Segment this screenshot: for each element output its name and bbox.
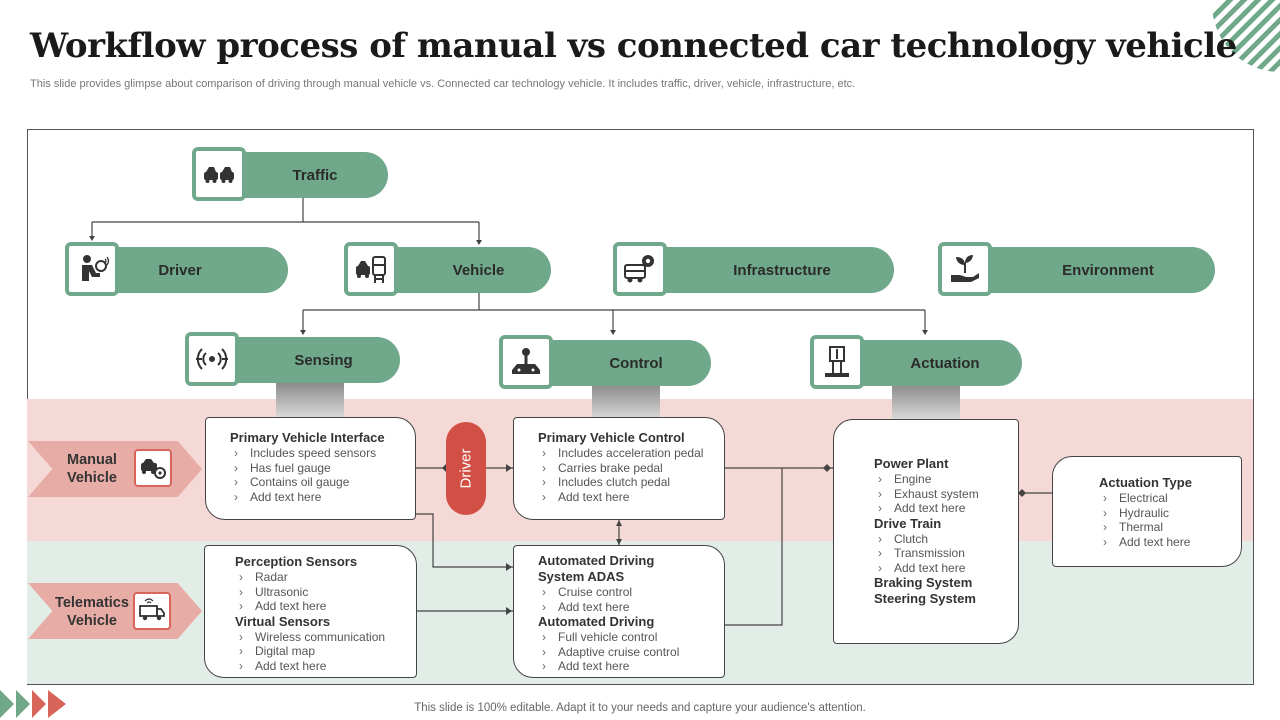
card-automated-driving: Automated Driving System ADAS Cruise con…	[513, 545, 725, 678]
joystick-icon	[499, 335, 553, 389]
list-item: Ultrasonic	[237, 585, 402, 600]
signal-waves-icon	[185, 332, 239, 386]
plant-hand-icon	[938, 242, 992, 296]
list-item: Thermal	[1101, 520, 1227, 535]
corner-stripes-decoration	[1212, 0, 1280, 72]
car-gear-icon	[134, 449, 172, 487]
list-item: Includes acceleration pedal	[540, 446, 710, 461]
card-primary-vehicle-control: Primary Vehicle Control Includes acceler…	[513, 417, 725, 520]
node-environment: Environment	[965, 247, 1215, 293]
actuation-stem	[892, 385, 960, 419]
list-item: Electrical	[1101, 491, 1227, 506]
node-control: Control	[525, 340, 711, 386]
node-vehicle: Vehicle	[370, 247, 551, 293]
list-item: Digital map	[237, 644, 402, 659]
list-item: Engine	[876, 472, 1004, 487]
manual-vehicle-chevron	[28, 441, 202, 497]
list-item: Clutch	[876, 532, 1004, 547]
vehicles-icon	[344, 242, 398, 296]
card-title: Primary Vehicle Control	[538, 430, 685, 445]
node-sensing: Sensing	[211, 337, 400, 383]
node-driver: Driver	[92, 247, 288, 293]
card-title: Actuation Type	[1099, 475, 1192, 490]
cars-icon	[192, 147, 246, 201]
card-subtitle: Drive Train	[874, 515, 942, 531]
card-title: Primary Vehicle Interface	[230, 430, 385, 445]
card-title: Perception Sensors	[235, 554, 358, 569]
list-item: Includes clutch pedal	[540, 475, 710, 490]
list-item: Adaptive cruise control	[540, 645, 710, 660]
card-subtitle: Steering System	[874, 591, 976, 606]
manual-vehicle-label: Manual Vehicle	[67, 452, 117, 486]
page-title: Workflow process of manual vs connected …	[30, 26, 1237, 66]
list-item: Carries brake pedal	[540, 461, 710, 476]
list-item: Hydraulic	[1101, 506, 1227, 521]
list-item: Has fuel gauge	[232, 461, 401, 476]
driver-pill: Driver	[446, 422, 486, 515]
steering-driver-icon	[65, 242, 119, 296]
actuator-icon	[810, 335, 864, 389]
list-item: Cruise control	[540, 585, 710, 600]
sensing-stem	[276, 383, 344, 417]
node-traffic: Traffic	[218, 152, 388, 198]
card-primary-vehicle-interface: Primary Vehicle Interface Includes speed…	[205, 417, 416, 520]
list-item: Includes speed sensors	[232, 446, 401, 461]
page-subtitle: This slide provides glimpse about compar…	[30, 78, 856, 90]
list-item: Wireless communication	[237, 630, 402, 645]
card-perception-sensors: Perception Sensors Radar Ultrasonic Add …	[204, 545, 417, 678]
list-item: Add text here	[540, 600, 710, 615]
card-power-plant: Power Plant Engine Exhaust system Add te…	[833, 419, 1019, 644]
list-item: Add text here	[232, 490, 401, 505]
list-item: Add text here	[540, 490, 710, 505]
telematics-vehicle-chevron	[28, 583, 202, 639]
bottom-arrows-decoration	[0, 690, 66, 718]
bus-gear-icon	[613, 242, 667, 296]
list-item: Radar	[237, 570, 402, 585]
page-footer: This slide is 100% editable. Adapt it to…	[414, 702, 866, 714]
node-actuation: Actuation	[836, 340, 1022, 386]
telematics-vehicle-label: Telematics Vehicle	[55, 595, 129, 629]
list-item: Add text here	[876, 561, 1004, 576]
list-item: Add text here	[876, 501, 1004, 516]
control-stem	[592, 385, 660, 419]
list-item: Add text here	[237, 659, 402, 674]
delivery-van-icon	[133, 592, 171, 630]
list-item: Add text here	[540, 659, 710, 674]
card-subtitle: Virtual Sensors	[235, 613, 331, 629]
list-item: Full vehicle control	[540, 630, 710, 645]
list-item: Add text here	[1101, 535, 1227, 550]
card-title: Power Plant	[874, 456, 949, 471]
card-subtitle: Automated Driving	[538, 614, 655, 629]
list-item: Exhaust system	[876, 487, 1004, 502]
card-subtitle: Braking System	[874, 575, 973, 590]
list-item: Add text here	[237, 599, 402, 614]
node-infrastructure: Infrastructure	[640, 247, 894, 293]
list-item: Contains oil gauge	[232, 475, 401, 490]
list-item: Transmission	[876, 546, 1004, 561]
card-actuation-type: Actuation Type Electrical Hydraulic Ther…	[1052, 456, 1242, 567]
card-title: Automated Driving System ADAS	[538, 553, 655, 584]
